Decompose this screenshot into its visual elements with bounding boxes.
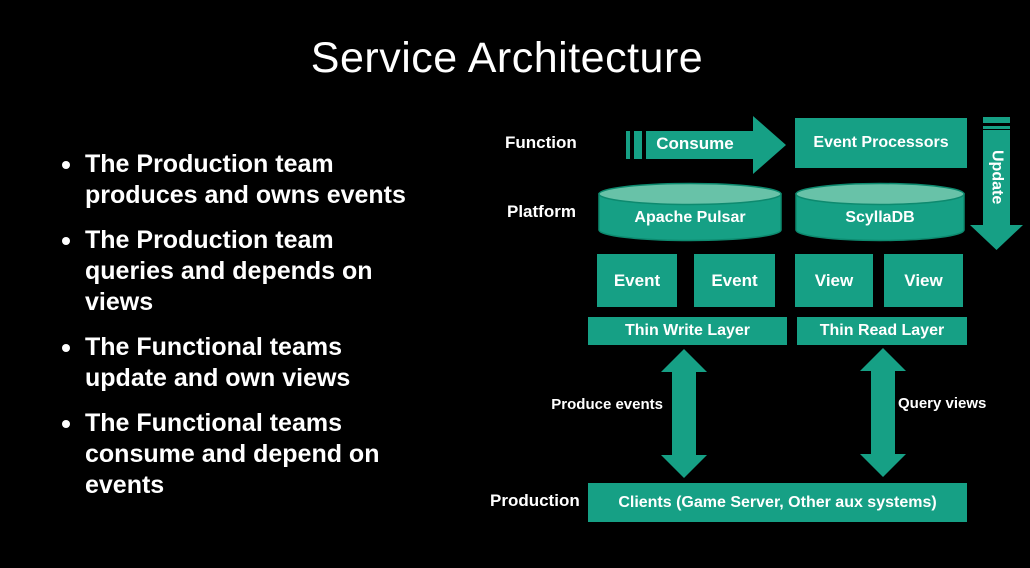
bullet-line: consume and depend on: [85, 440, 380, 468]
bullet-item: The Functional teams consume and depend …: [62, 408, 432, 501]
bullet-line: update and own views: [85, 364, 351, 392]
bullet-dot: [62, 237, 70, 245]
view-box-2: View: [884, 254, 963, 307]
bullet-line: The Production team: [85, 226, 334, 254]
bullet-text: The Functional teams consume and depend …: [85, 408, 379, 501]
bullet-line: The Functional teams: [85, 409, 342, 437]
bullet-text: The Production team queries and depends …: [85, 225, 373, 318]
bullet-dot: [62, 420, 70, 428]
slide-title: Service Architecture: [310, 34, 704, 82]
query-views-label: Query views: [898, 395, 987, 412]
row-label-function: Function: [505, 133, 577, 152]
bullet-list: The Production team produces and owns ev…: [62, 149, 432, 515]
bullet-dot: [62, 161, 70, 169]
bullet-text: The Functional teams update and own view…: [85, 332, 350, 394]
bullet-line: The Functional teams: [85, 333, 342, 361]
clients-box: Clients (Game Server, Other aux systems): [588, 483, 967, 522]
apache-pulsar-cylinder-icon: [598, 182, 782, 242]
update-arrow-label: Update: [988, 150, 1006, 205]
bullet-item: The Functional teams update and own view…: [62, 332, 432, 394]
bullet-line: views: [85, 288, 154, 316]
view-box-1: View: [795, 254, 873, 307]
consume-arrow-icon: [626, 116, 786, 174]
bullet-line: queries and depends on: [85, 257, 373, 285]
event-box-1: Event: [597, 254, 677, 307]
bullet-item: The Production team queries and depends …: [62, 225, 432, 318]
produce-events-label: Produce events: [551, 396, 663, 413]
bullet-item: The Production team produces and owns ev…: [62, 149, 432, 211]
bullet-line: events: [85, 471, 165, 499]
produce-events-arrow-icon: [661, 349, 707, 478]
thin-write-layer-box: Thin Write Layer: [588, 317, 787, 345]
bullet-dot: [62, 344, 70, 352]
event-processors-box: Event Processors: [795, 118, 967, 168]
thin-read-layer-box: Thin Read Layer: [797, 317, 967, 345]
bullet-line: The Production team: [85, 150, 334, 178]
query-views-arrow-icon: [860, 348, 906, 477]
scylladb-cylinder-icon: [795, 182, 965, 242]
update-arrow-icon: [970, 117, 1023, 250]
bullet-line: produces and owns events: [85, 181, 406, 209]
row-label-production: Production: [490, 491, 580, 510]
event-box-2: Event: [694, 254, 775, 307]
row-label-platform: Platform: [507, 202, 576, 221]
bullet-text: The Production team produces and owns ev…: [85, 149, 406, 211]
